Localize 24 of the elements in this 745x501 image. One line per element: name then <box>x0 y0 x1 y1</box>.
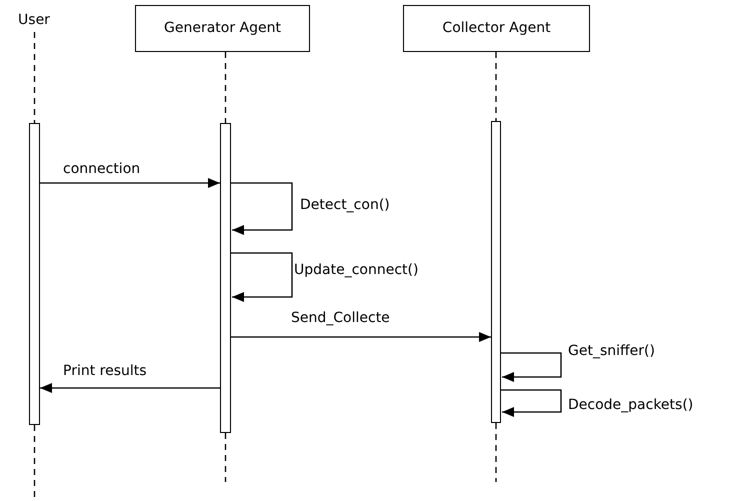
activation-bar <box>220 123 231 433</box>
lifeline <box>495 423 497 482</box>
message-label: Send_Collecte <box>290 309 391 327</box>
message-arrow <box>40 178 220 188</box>
lifeline <box>224 433 226 482</box>
message-label: Detect_con() <box>299 196 391 214</box>
lifeline <box>34 425 36 498</box>
lifeline <box>495 52 497 121</box>
message-label: Update_connect() <box>293 261 420 279</box>
lifeline-header-box: Generator Agent <box>135 5 310 52</box>
lifeline <box>224 52 226 123</box>
activation-bar <box>29 123 40 425</box>
actor-label: User <box>6 8 62 32</box>
lifeline <box>34 32 36 123</box>
lifeline-header-box: Collector Agent <box>403 5 590 52</box>
self-message-arrow <box>501 352 562 382</box>
activation-bar <box>491 121 501 423</box>
message-arrow <box>231 332 491 342</box>
message-label: Decode_packets() <box>567 396 694 414</box>
self-message-arrow <box>231 252 293 302</box>
self-message-arrow <box>231 182 293 235</box>
message-arrow <box>40 383 220 393</box>
message-label: Get_sniffer() <box>567 342 656 360</box>
self-message-arrow <box>501 389 562 417</box>
